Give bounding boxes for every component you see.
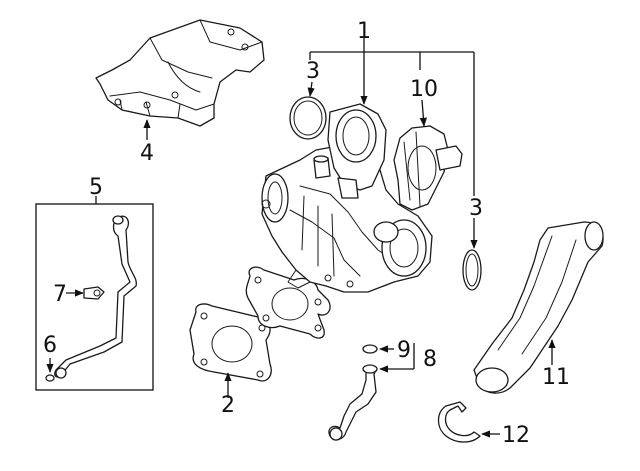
leader-lines [46, 38, 556, 438]
callout-labels: 1 2 3 3 4 5 6 7 8 9 10 11 12 [43, 19, 570, 448]
callout-6: 6 [43, 333, 57, 358]
hose-clamp [437, 401, 481, 443]
sealing-washer [45, 374, 55, 382]
callout-3-upper: 3 [306, 59, 320, 84]
turbine-flange [245, 266, 331, 339]
wastegate-actuator [393, 125, 463, 211]
callout-11: 11 [542, 365, 570, 390]
callout-4: 4 [140, 141, 154, 166]
callout-7: 7 [53, 282, 67, 307]
callout-10: 10 [410, 77, 438, 102]
coolant-line [328, 344, 378, 441]
callout-8: 8 [423, 347, 437, 372]
oil-line-box [35, 203, 154, 391]
o-ring-lower [462, 249, 482, 291]
callout-12: 12 [502, 423, 530, 448]
callout-5: 5 [89, 175, 103, 200]
callout-3-lower: 3 [469, 196, 483, 221]
o-ring-upper [289, 96, 327, 140]
callout-2: 2 [221, 393, 235, 418]
turbocharger-assembly [261, 103, 433, 293]
callout-1: 1 [357, 19, 371, 44]
banjo-bolt [83, 286, 105, 300]
callout-9: 9 [397, 338, 411, 363]
heat-shield [95, 19, 265, 127]
intake-pipe [473, 221, 604, 394]
